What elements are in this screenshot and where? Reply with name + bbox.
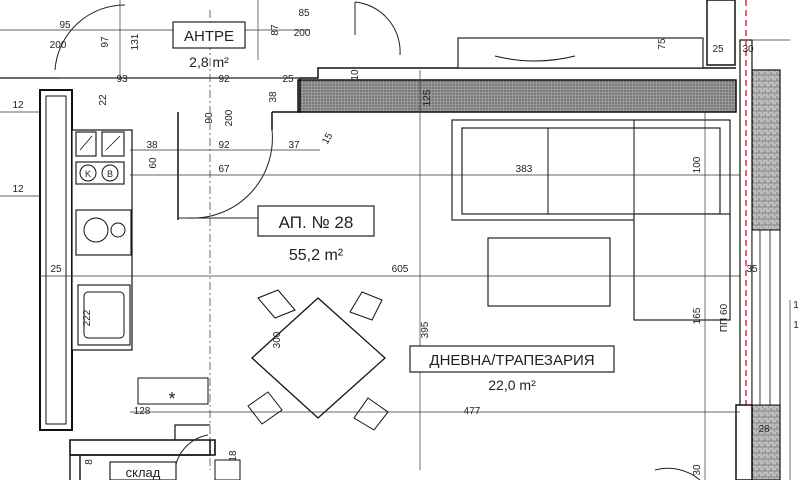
- apartment-number: АП. № 28: [279, 213, 354, 232]
- dim-85: 85: [298, 8, 310, 19]
- dim-87: 87: [270, 24, 281, 36]
- dim-165: 165: [692, 307, 703, 324]
- dim-18: 18: [228, 450, 239, 462]
- dining-set: [247, 289, 389, 431]
- dim-10: 10: [350, 69, 361, 81]
- dim-300: 300: [272, 331, 283, 348]
- appliance-b-label: B: [107, 169, 113, 179]
- dim-200a: 200: [50, 40, 67, 51]
- dim-477: 477: [464, 406, 481, 417]
- dimension-labels: 95 200 97 131 87 85 200 75 25 30 93 92 2…: [12, 8, 799, 476]
- entry-label-box: [172, 21, 246, 49]
- dim-30: 30: [742, 44, 754, 55]
- dim-60: 60: [148, 157, 159, 169]
- dim-12a: 12: [12, 100, 24, 111]
- dim-395: 395: [420, 321, 431, 338]
- apartment-area: 55,2 m²: [289, 247, 344, 264]
- coffee-table: [487, 237, 611, 307]
- dim-37: 37: [288, 140, 300, 151]
- star-mark: *: [168, 389, 175, 409]
- dim-8: 8: [84, 459, 95, 465]
- sofa: [451, 119, 731, 321]
- dim-28: 28: [758, 424, 770, 435]
- dim-97: 97: [100, 36, 111, 48]
- dim-35: 35: [746, 264, 758, 275]
- dim-90: 90: [204, 112, 215, 124]
- living-room-area: 22,0 m²: [488, 377, 536, 393]
- dim-93: 93: [116, 74, 128, 85]
- dim-15: 15: [320, 131, 335, 147]
- entry-room-area: 2,8 m²: [189, 54, 229, 70]
- dim-25c: 25: [50, 264, 62, 275]
- dim-100: 100: [692, 156, 703, 173]
- living-label-box: [409, 345, 615, 373]
- dim-222: 222: [82, 309, 93, 326]
- walls: [0, 0, 781, 480]
- dim-67: 67: [218, 164, 230, 175]
- dim-200c: 200: [224, 109, 235, 126]
- kitchen: K B: [71, 129, 209, 405]
- storage-label-box: [109, 461, 177, 480]
- storage-room-name: склад: [126, 465, 161, 480]
- dim-95: 95: [59, 20, 71, 31]
- dim-pp60: ПП 60: [719, 303, 730, 332]
- appliance-k-label: K: [85, 169, 91, 179]
- dim-92a: 92: [218, 74, 230, 85]
- dim-38b: 38: [146, 140, 158, 151]
- dim-38a: 38: [268, 91, 279, 103]
- dim-125: 125: [422, 89, 433, 106]
- dim-12b: 12: [12, 184, 24, 195]
- dim-1b: 1: [793, 320, 799, 331]
- dim-92b: 92: [218, 140, 230, 151]
- dim-75: 75: [657, 38, 668, 50]
- dim-25b: 25: [282, 74, 294, 85]
- living-room-name: ДНЕВНА/ТРАПЕЗАРИЯ: [429, 352, 594, 369]
- dim-383: 383: [516, 164, 533, 175]
- dim-200b: 200: [294, 28, 311, 39]
- apartment-label-box: [257, 205, 375, 237]
- dim-1a: 1: [793, 300, 799, 311]
- dim-22: 22: [98, 94, 109, 106]
- dim-605: 605: [392, 264, 409, 275]
- dim-128: 128: [134, 406, 151, 417]
- entry-room-name: АНТРЕ: [184, 28, 234, 45]
- entry-furniture: [457, 37, 704, 69]
- dim-25a: 25: [712, 44, 724, 55]
- dim-131: 131: [130, 33, 141, 50]
- dim-30b: 30: [692, 464, 703, 476]
